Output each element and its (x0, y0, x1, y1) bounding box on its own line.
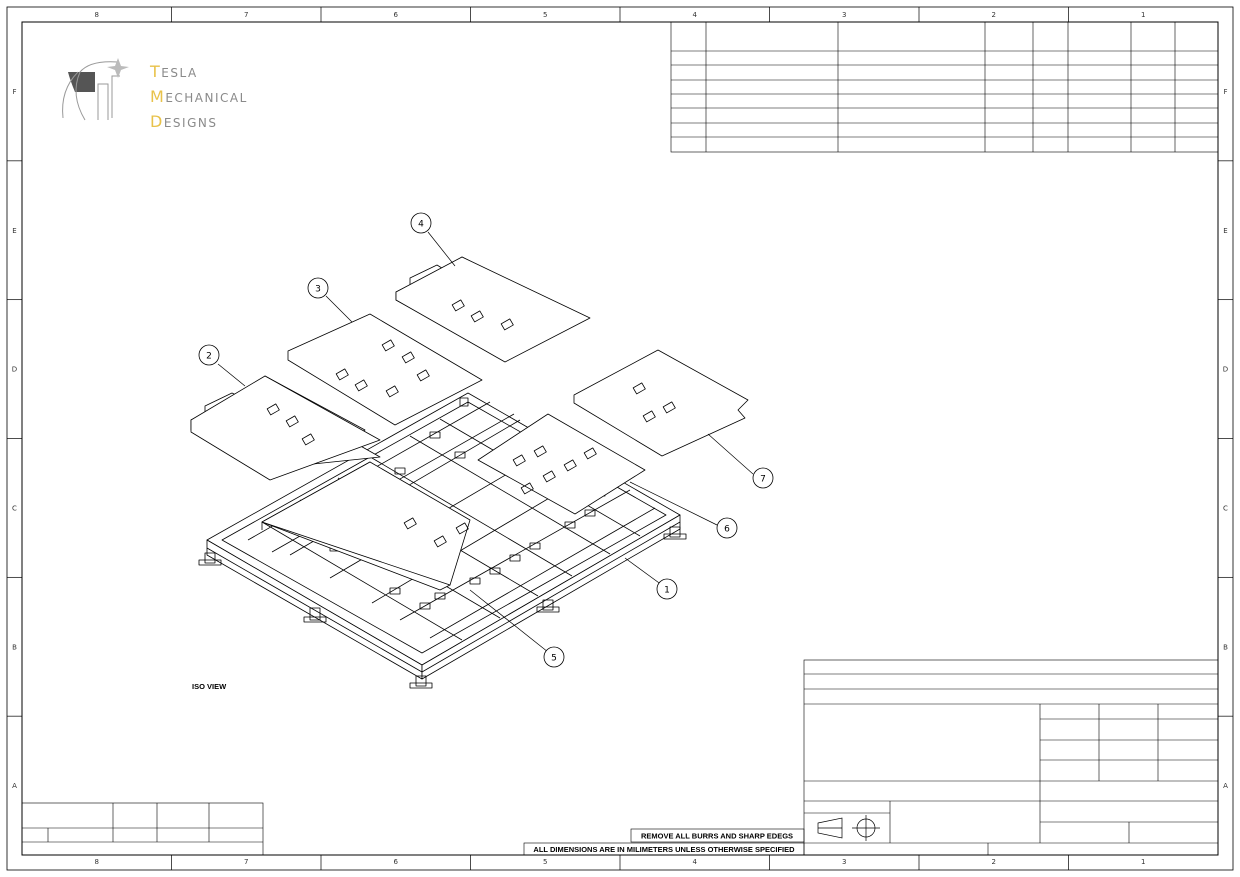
zone-column-label-top: 4 (693, 11, 698, 19)
zone-column-label-top: 6 (394, 11, 399, 19)
balloon-3: 3 (307, 277, 329, 299)
zone-column-label-top: 2 (992, 11, 996, 19)
balloon-2: 2 (198, 344, 220, 366)
zone-row-label-left: B (12, 643, 17, 651)
view-label: ISO VIEW (192, 682, 227, 691)
iso-view-drawing (190, 231, 754, 689)
zone-row-label-left: D (12, 366, 17, 374)
panel-6-holes (512, 445, 597, 495)
zone-ticks (7, 7, 1233, 870)
balloon-3-label: 3 (315, 285, 321, 295)
logo-initial-d: D (150, 112, 164, 131)
zone-column-label-top: 5 (543, 11, 547, 19)
balloon-7: 7 (752, 467, 774, 489)
panel-4-holes (451, 299, 514, 331)
svg-text:MECHANICAL: MECHANICAL (150, 87, 248, 106)
svg-text:DESIGNS: DESIGNS (150, 112, 217, 131)
balloon-4-label: 4 (418, 220, 424, 230)
third-angle-projection-icon (817, 815, 880, 841)
zone-row-label-right: E (1223, 227, 1227, 235)
approval-table (21, 802, 264, 856)
zone-column-label-top: 7 (244, 11, 248, 19)
balloon-leaders (217, 231, 754, 653)
zone-row-label-right: A (1223, 782, 1228, 790)
zone-column-label-bottom: 3 (842, 858, 846, 866)
logo-mark-icon (62, 58, 129, 121)
zone-row-label-right: B (1223, 643, 1228, 651)
zone-column-label-bottom: 6 (394, 858, 399, 866)
zone-column-label-bottom: 1 (1141, 858, 1145, 866)
zone-column-label-top: 3 (842, 11, 846, 19)
balloon-4: 4 (410, 212, 432, 234)
zone-row-label-left: C (12, 504, 17, 512)
balloon-1-label: 1 (664, 586, 670, 596)
zone-column-label-top: 1 (1141, 11, 1145, 19)
balloon-6: 6 (716, 517, 738, 539)
zone-row-label-left: A (12, 782, 17, 790)
zone-column-label-top: 8 (95, 11, 99, 19)
balloon-5-label: 5 (551, 654, 557, 664)
outer-border (6, 6, 1234, 871)
panel-3-holes (335, 339, 430, 398)
panel-7 (573, 349, 749, 457)
zone-row-label-right: D (1223, 366, 1228, 374)
zone-column-label-bottom: 2 (992, 858, 996, 866)
balloon-2-label: 2 (206, 352, 212, 362)
zone-row-label-left: E (12, 227, 16, 235)
zone-column-label-bottom: 8 (95, 858, 99, 866)
panel-3 (287, 313, 483, 426)
frame-legs (198, 397, 687, 689)
revision-table (670, 21, 1219, 153)
logo-word-3: ESIGNS (164, 116, 218, 130)
panel-7-holes (632, 382, 676, 423)
balloon-1: 1 (656, 578, 678, 600)
balloon-5: 5 (543, 646, 565, 668)
logo-initial-t: T (149, 62, 161, 81)
logo-initial-m: M (150, 87, 165, 106)
burrs-note: REMOVE ALL BURRS AND SHARP EDEGS (641, 832, 793, 841)
balloon-6-label: 6 (724, 525, 730, 535)
balloon-7-label: 7 (760, 475, 766, 485)
panel-6 (477, 413, 646, 515)
zone-column-label-bottom: 4 (693, 858, 698, 866)
zone-row-label-left: F (12, 88, 16, 96)
logo-word-1: ESLA (161, 66, 197, 80)
logo-word-2: ECHANICAL (165, 91, 247, 105)
zone-column-label-bottom: 7 (244, 858, 248, 866)
company-logo: TESLA MECHANICAL DESIGNS (62, 58, 248, 131)
svg-text:TESLA: TESLA (149, 62, 198, 81)
zone-row-label-right: C (1223, 504, 1228, 512)
item-balloons: 1 2 3 4 5 6 7 (198, 212, 774, 668)
zone-row-label-right: F (1223, 88, 1227, 96)
zone-column-label-bottom: 5 (543, 858, 547, 866)
notes-boxes (523, 828, 805, 856)
center-panel-holes (403, 517, 469, 548)
title-block (803, 659, 1219, 856)
dimensions-note: ALL DIMENSIONS ARE IN MILIMETERS UNLESS … (533, 845, 795, 854)
panel-2-holes (266, 403, 315, 446)
